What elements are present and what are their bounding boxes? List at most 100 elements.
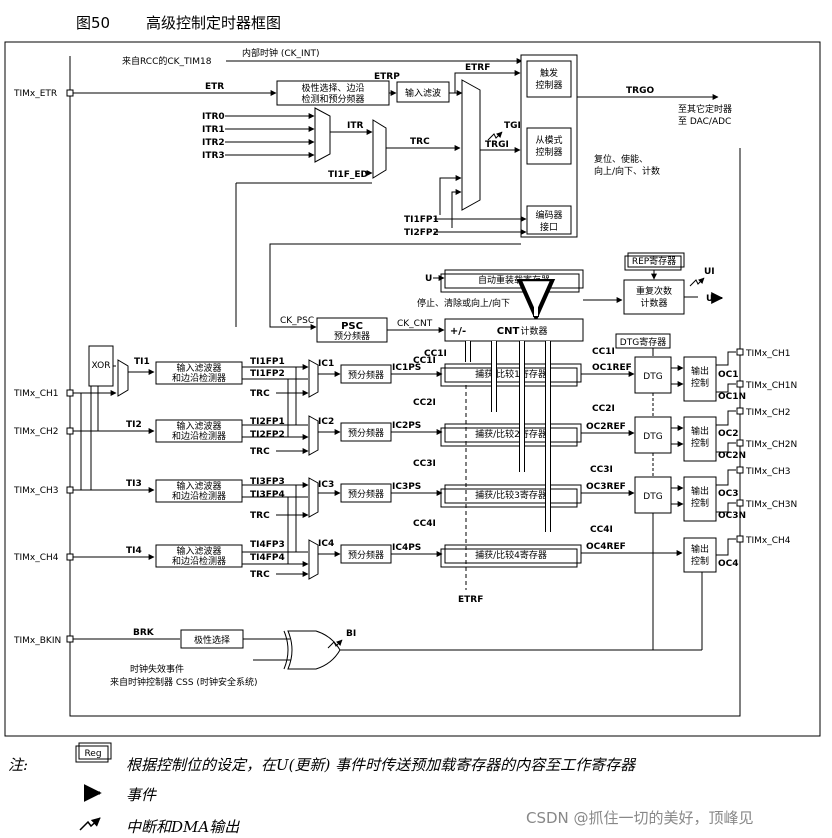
- ch1-filter: [155, 361, 243, 385]
- clock-failure-1: 时钟失效事件: [130, 663, 184, 675]
- svg-text:计数器: 计数器: [520, 325, 547, 337]
- svg-text:TIMx_CH3: TIMx_CH3: [745, 467, 791, 477]
- svg-text:输出: 输出: [691, 365, 709, 377]
- trigger-mux: [461, 79, 481, 211]
- svg-text:TRC: TRC: [250, 447, 270, 457]
- svg-text:自动重装载寄存器: 自动重装载寄存器: [478, 274, 550, 286]
- trgi-label: TRGI: [485, 140, 509, 150]
- svg-text:OC1REF: OC1REF: [592, 363, 632, 373]
- dtg-register: [615, 333, 671, 349]
- ti1-label: TI1: [134, 357, 150, 367]
- svg-text:和边沿检测器: 和边沿检测器: [172, 555, 226, 567]
- svg-text:CC1I: CC1I: [592, 347, 615, 357]
- svg-text:CNT: CNT: [497, 326, 520, 337]
- u-label-arr: U: [425, 274, 432, 284]
- brk-label: BRK: [133, 628, 155, 638]
- ch2-filter: [155, 419, 243, 443]
- svg-text:OC3REF: OC3REF: [586, 482, 626, 492]
- svg-text:CC3I: CC3I: [413, 459, 436, 469]
- cnt-ccr-buses: [465, 341, 551, 532]
- svg-text:输入滤波器: 输入滤波器: [176, 362, 221, 374]
- svg-text:TIMx_CH4: TIMx_CH4: [745, 536, 791, 546]
- svg-text:捕获/比较3寄存器: 捕获/比较3寄存器: [475, 489, 547, 501]
- itr0-label: ITR0: [202, 112, 225, 122]
- svg-text:极性选择、边沿: 极性选择、边沿: [301, 82, 364, 94]
- svg-text:和边沿检测器: 和边沿检测器: [172, 490, 226, 502]
- enc-ti2fp2-label: TI2FP2: [404, 228, 439, 238]
- itr2-label: ITR2: [202, 138, 225, 148]
- outer-frame: [4, 41, 821, 737]
- svg-text:IC1PS: IC1PS: [392, 363, 421, 373]
- svg-text:TIMx_CH1: TIMx_CH1: [13, 389, 59, 399]
- trgo-dest-1: 至其它定时器: [678, 103, 732, 115]
- slave-actions-2: 向上/向下、计数: [594, 165, 660, 177]
- pin-out-ch2: TIMx_CH2: [736, 407, 791, 418]
- out-ctrl-1: [683, 356, 717, 402]
- svg-text:控制: 控制: [691, 377, 709, 389]
- svg-text:OC1N: OC1N: [718, 392, 746, 402]
- itr-mux: [314, 107, 331, 163]
- svg-text:极性选择: 极性选择: [194, 634, 230, 646]
- clock-failure-2: 来自时钟控制器 CSS (时钟安全系统): [110, 676, 257, 688]
- pin-out-ch2n: TIMx_CH2N: [736, 439, 797, 450]
- svg-text:OC2REF: OC2REF: [586, 422, 626, 432]
- svg-text:TRC: TRC: [250, 511, 270, 521]
- watermark: CSDN @抓住一切的美好，顶峰见: [526, 809, 754, 827]
- svg-text:和边沿检测器: 和边沿检测器: [172, 372, 226, 384]
- svg-text:TIMx_CH3: TIMx_CH3: [13, 486, 59, 496]
- svg-text:DTG寄存器: DTG寄存器: [620, 336, 666, 348]
- pin-out-ch4: TIMx_CH4: [736, 535, 791, 546]
- svg-text:TIMx_CH2: TIMx_CH2: [13, 427, 59, 437]
- trc-label: TRC: [410, 137, 430, 147]
- svg-text:TRC: TRC: [250, 570, 270, 580]
- itr1-label: ITR1: [202, 125, 225, 135]
- svg-text:REP寄存器: REP寄存器: [632, 255, 676, 267]
- svg-text:捕获/比较1寄存器: 捕获/比较1寄存器: [475, 368, 547, 380]
- svg-text:TIMx_CH2: TIMx_CH2: [745, 408, 791, 418]
- ck-cnt-label: CK_CNT: [397, 319, 433, 329]
- svg-text:Reg: Reg: [84, 749, 101, 759]
- svg-text:CC4I: CC4I: [413, 519, 436, 529]
- bi-label: BI: [346, 629, 356, 639]
- etr-label: ETR: [205, 82, 224, 92]
- svg-text:触发: 触发: [540, 67, 558, 79]
- svg-text:TI3FP4: TI3FP4: [250, 490, 285, 500]
- channel-1: 输入滤波器 和边沿检测器 TI1FP1 TI1FP2 TRC IC1 预分频器 …: [155, 347, 635, 399]
- svg-text:TIMx_CH4: TIMx_CH4: [13, 553, 59, 563]
- pin-etr: TIMx_ETR: [13, 89, 74, 99]
- svg-text:TI4FP4: TI4FP4: [250, 553, 285, 563]
- svg-text:IC2PS: IC2PS: [392, 421, 421, 431]
- svg-text:输入滤波器: 输入滤波器: [176, 420, 221, 432]
- svg-text:IC4: IC4: [318, 539, 334, 549]
- u-label-rep: U: [706, 294, 713, 304]
- etrp-label: ETRP: [374, 72, 400, 82]
- svg-text:DTG: DTG: [643, 492, 662, 502]
- svg-text:DTG: DTG: [643, 432, 662, 442]
- pin-out-ch3: TIMx_CH3: [736, 466, 791, 477]
- svg-text:检测和预分频器: 检测和预分频器: [301, 93, 364, 105]
- reg-legend: Reg: [75, 742, 112, 763]
- svg-text:CC2I: CC2I: [413, 398, 436, 408]
- trgo-dest-2: 至 DAC/ADC: [678, 116, 731, 127]
- svg-text:CC1I: CC1I: [424, 349, 447, 359]
- pin-ch3: TIMx_CH3: [13, 486, 74, 496]
- notes-label: 注:: [8, 756, 28, 774]
- svg-text:+/-: +/-: [450, 326, 466, 337]
- event-note-text: 事件: [126, 786, 158, 804]
- svg-text:控制: 控制: [691, 497, 709, 509]
- pin-ch4: TIMx_CH4: [13, 553, 74, 563]
- svg-text:重复次数: 重复次数: [636, 285, 672, 297]
- pin-bkin: TIMx_BKIN: [13, 635, 74, 646]
- input-filter-block: [396, 81, 450, 103]
- out-ctrl-3: [683, 476, 717, 522]
- svg-text:计数器: 计数器: [640, 297, 667, 309]
- svg-text:TIMx_CH1: TIMx_CH1: [745, 349, 791, 359]
- ti1-mux: [117, 359, 129, 397]
- svg-text:输入滤波: 输入滤波: [405, 87, 441, 99]
- slave-controller: [526, 127, 572, 165]
- or-gate: [287, 630, 341, 670]
- svg-text:TIMx_BKIN: TIMx_BKIN: [13, 636, 61, 646]
- svg-text:TI4FP3: TI4FP3: [250, 540, 285, 550]
- figure-title: 高级控制定时器框图: [146, 14, 281, 32]
